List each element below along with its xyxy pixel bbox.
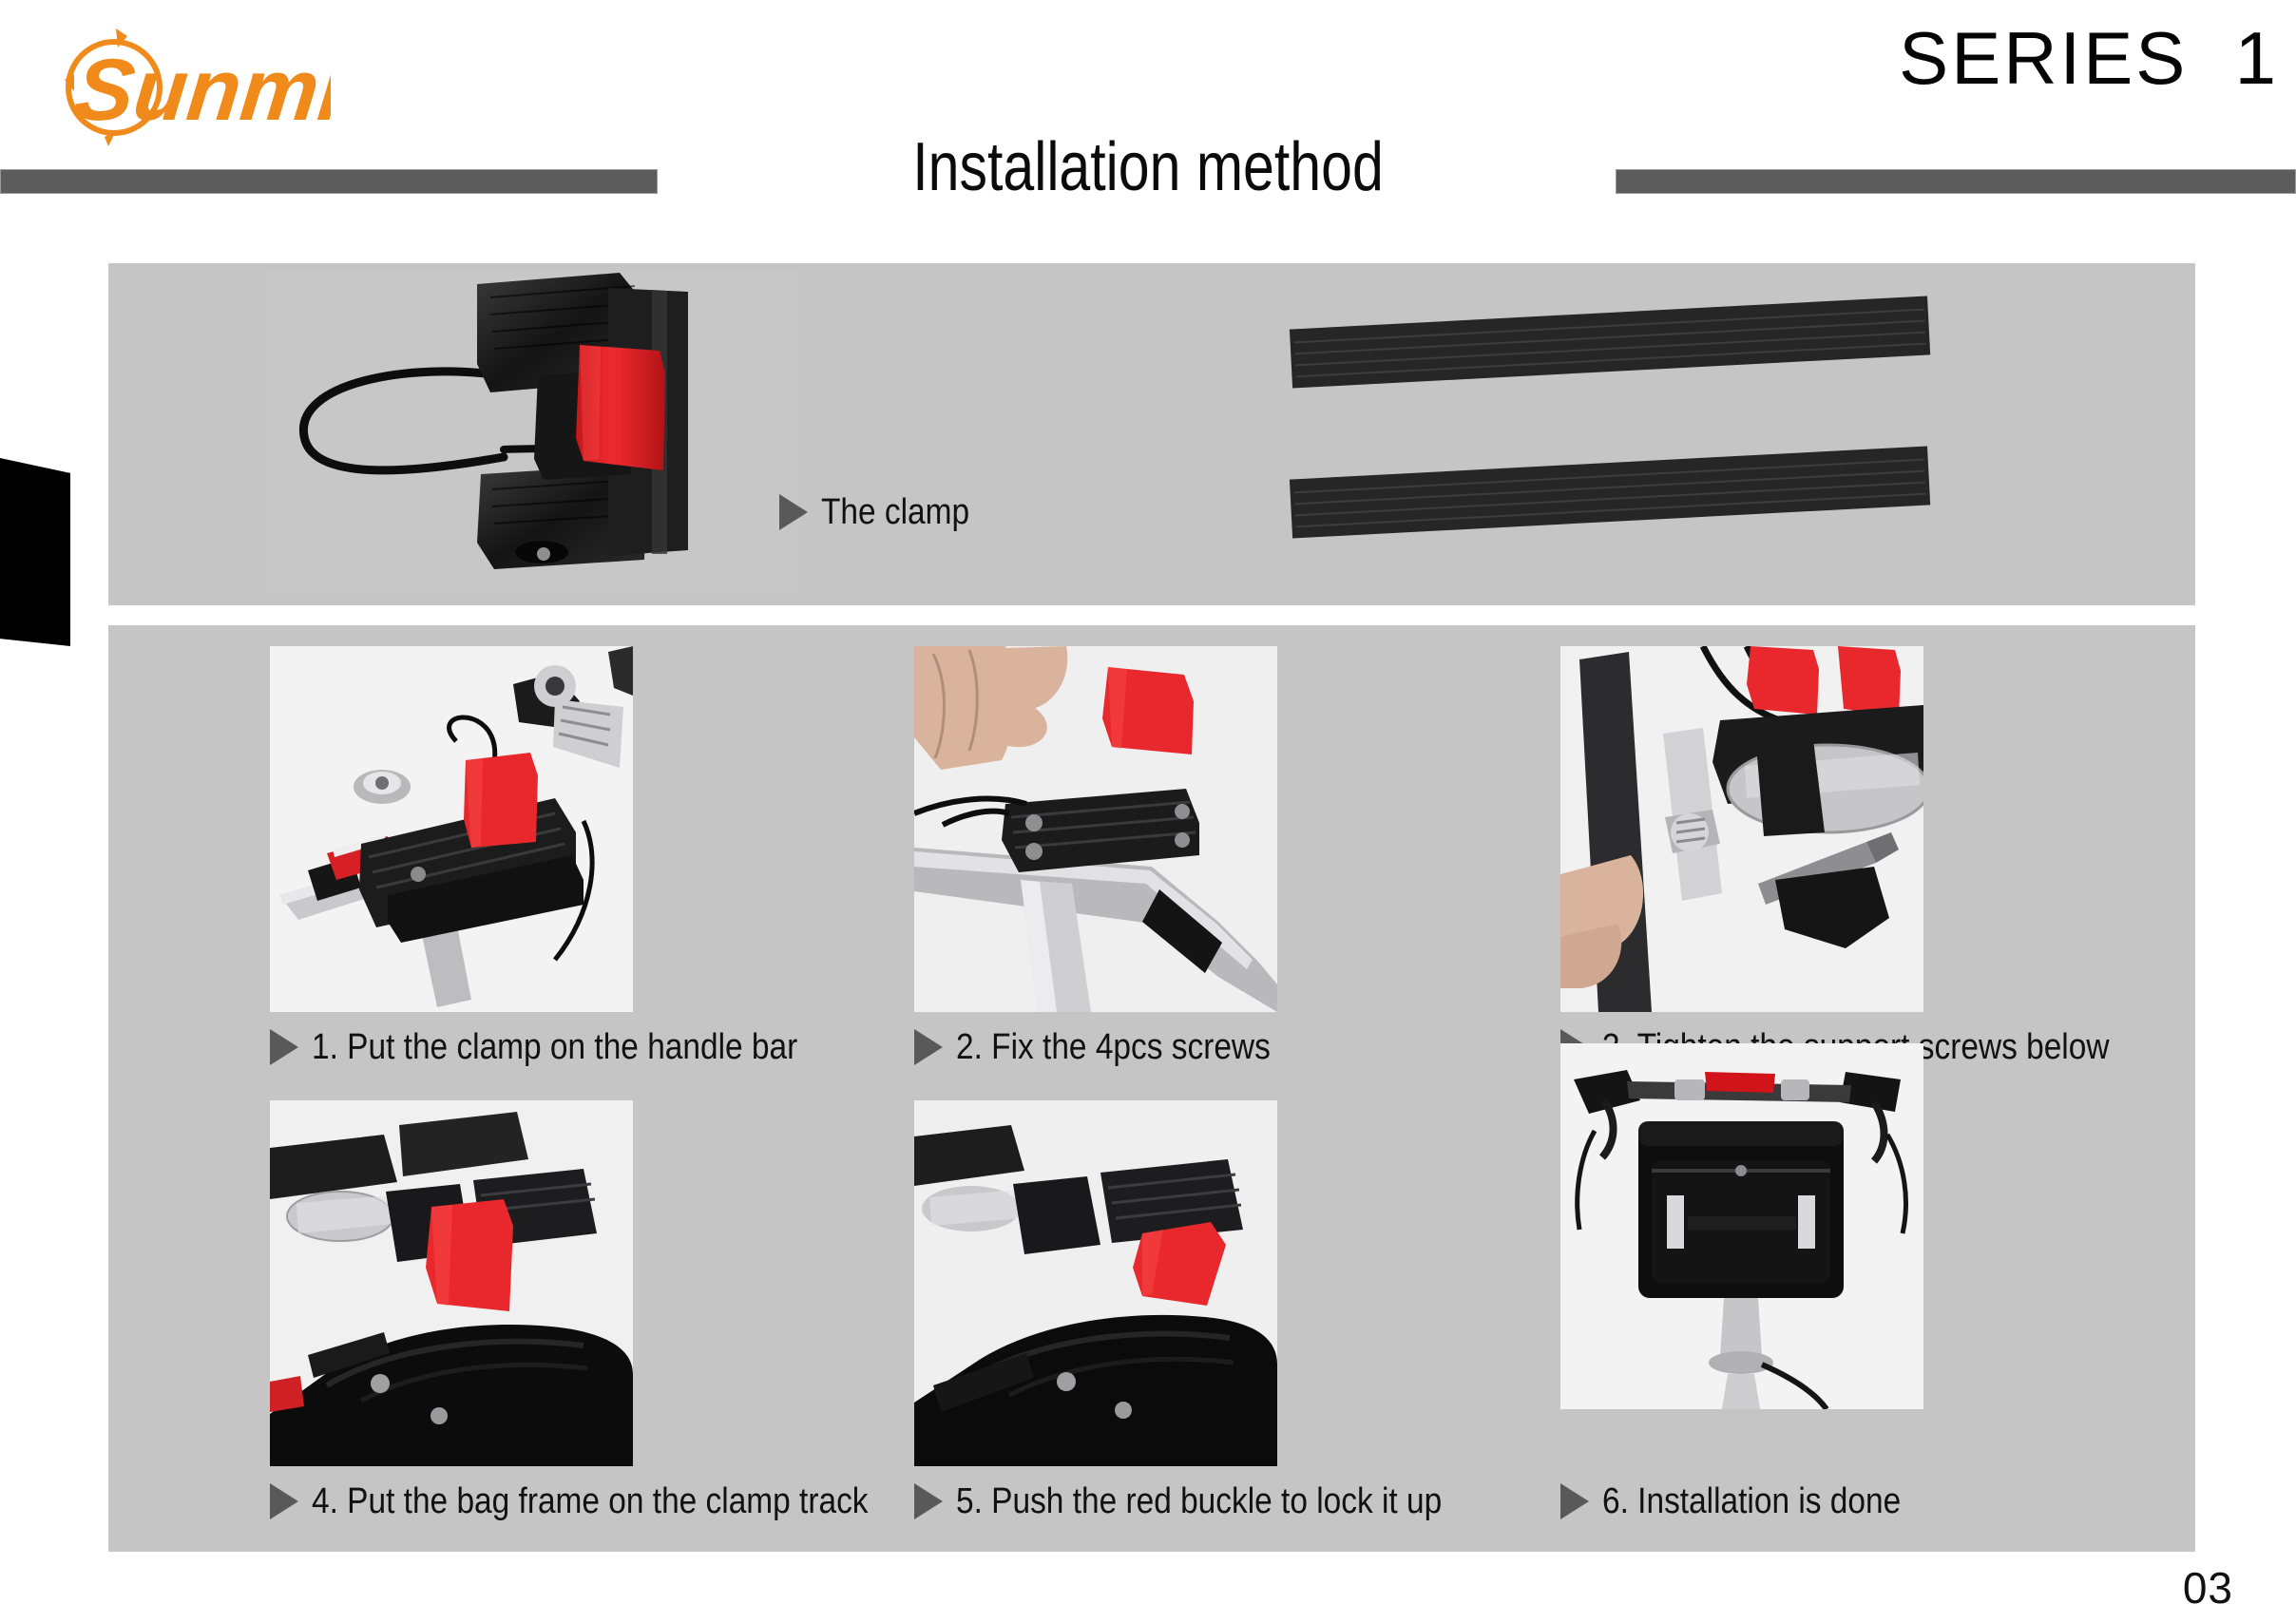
step-caption-4: 4. Put the bag frame on the clamp track <box>270 1483 944 1519</box>
svg-text:Sunmi: Sunmi <box>71 40 331 139</box>
side-tab-marker <box>0 458 70 646</box>
triangle-bullet-icon <box>914 1029 943 1065</box>
header-rule-right <box>1616 169 2296 194</box>
series-label: SERIES 1 <box>1899 16 2279 100</box>
step-photo-2 <box>914 646 1277 1012</box>
step-photo-6 <box>1560 1043 1923 1409</box>
rubber-strip-top <box>1277 284 1942 398</box>
triangle-bullet-icon <box>779 494 808 530</box>
step-photo-5 <box>914 1100 1277 1466</box>
clamp-photo <box>266 269 798 592</box>
parts-panel <box>108 263 2195 605</box>
step-photo-4 <box>270 1100 633 1466</box>
step-caption-2: 2. Fix the 4pcs screws <box>914 1029 1313 1065</box>
triangle-bullet-icon <box>914 1483 943 1519</box>
clamp-caption: The clamp <box>779 494 989 530</box>
header-rule-left <box>0 169 658 194</box>
step-caption-6: 6. Installation is done <box>1560 1483 1942 1519</box>
page-title: Installation method <box>912 129 1384 205</box>
step-photo-1 <box>270 646 633 1012</box>
steps-panel: 1. Put the clamp on the handle bar <box>108 625 2195 1552</box>
rubber-strip-bottom <box>1277 434 1942 548</box>
step-caption-5: 5. Push the red buckle to lock it up <box>914 1483 1508 1519</box>
step-caption-2-label: 2. Fix the 4pcs screws <box>956 1027 1271 1067</box>
step-caption-5-label: 5. Push the red buckle to lock it up <box>956 1481 1443 1521</box>
sunmi-logo: Sunmi <box>46 17 331 160</box>
step-caption-4-label: 4. Put the bag frame on the clamp track <box>312 1481 869 1521</box>
step-caption-6-label: 6. Installation is done <box>1602 1481 1902 1521</box>
triangle-bullet-icon <box>1560 1483 1589 1519</box>
step-caption-1-label: 1. Put the clamp on the handle bar <box>312 1027 798 1067</box>
step-caption-1: 1. Put the clamp on the handle bar <box>270 1029 864 1065</box>
triangle-bullet-icon <box>270 1029 298 1065</box>
page-number: 03 <box>2182 1563 2233 1613</box>
clamp-caption-label: The clamp <box>821 492 970 532</box>
step-photo-3 <box>1560 646 1923 1012</box>
triangle-bullet-icon <box>270 1483 298 1519</box>
